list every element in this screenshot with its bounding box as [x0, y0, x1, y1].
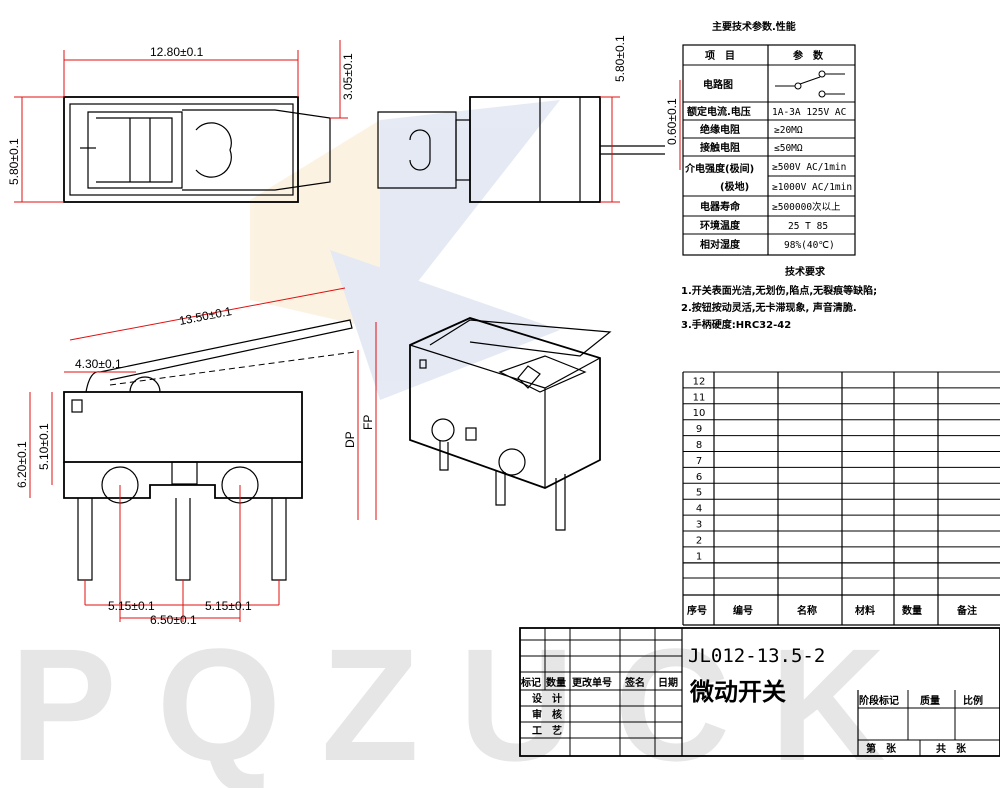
- circuit-diagram-icon: [775, 70, 845, 98]
- spec-row-label-3: 接触电阻: [700, 141, 740, 154]
- parts-row-number: 12: [693, 376, 706, 387]
- label-qty: 数量: [546, 676, 566, 689]
- dim-lever-gap: 3.05±0.1: [341, 53, 355, 100]
- drawing-number: JL012-13.5-2: [688, 645, 825, 667]
- label-date: 日期: [658, 676, 678, 689]
- parts-header-1: 编号: [733, 604, 753, 617]
- parts-row-number: 3: [696, 520, 702, 531]
- spec-row-label-6: 电器寿命: [700, 200, 741, 213]
- title-block: JL012-13.5-2 微动开关 标记 数量 更改单号 签名 日期 设 计 审…: [519, 627, 1000, 757]
- dim-body-height: 6.20±0.1: [15, 441, 29, 488]
- spec-row-label-8: 相对湿度: [700, 238, 741, 251]
- parts-row-number: 5: [696, 488, 702, 499]
- label-weight: 质量: [920, 694, 940, 707]
- parts-row-number: 10: [693, 408, 706, 419]
- dim-fp: FP: [361, 415, 375, 430]
- parts-row-number: 6: [696, 472, 702, 483]
- spec-row-label-7: 环境温度: [700, 219, 741, 232]
- spec-row-value-4: ≥500V AC/1min: [772, 162, 846, 173]
- spec-table: 主要技术参数.性能 项 目 参 数 电路图 额定电流.电压 1A-3A 125V…: [682, 20, 856, 256]
- parts-row-number: 2: [696, 535, 702, 546]
- tech-requirements: 技术要求 1.开关表面光洁,无划伤,陷点,无裂痕等缺陷; 2.按钮按动灵活,无卡…: [681, 265, 877, 331]
- parts-header-3: 材料: [855, 604, 875, 617]
- parts-header-0: 序号: [687, 604, 707, 617]
- label-scale: 比例: [963, 694, 983, 707]
- side-view: 5.80±0.1 0.60±0.1: [377, 35, 681, 203]
- label-sheet: 第 张: [866, 742, 897, 755]
- spec-row-value-3: ≤50MΩ: [774, 143, 803, 154]
- spec-row-label-4: 介电强度(极间): [684, 162, 754, 175]
- label-mark: 标记: [520, 676, 541, 689]
- tech-requirement-line: 3.手柄硬度:HRC32-42: [681, 318, 791, 331]
- label-sign: 签名: [624, 676, 645, 689]
- dim-pin-spacing: 6.50±0.1: [150, 613, 197, 627]
- parts-row-number: 8: [696, 440, 702, 451]
- parts-list: 12 11 10 9 8 7 6 5 4 3 2 1 序号 编号 名称 材料 数量 备注: [682, 371, 1000, 626]
- spec-row-value-1: 1A-3A 125V AC: [772, 107, 846, 118]
- spec-row-label-2: 绝缘电阻: [700, 123, 740, 136]
- parts-row-number: 9: [696, 424, 702, 435]
- parts-header-5: 备注: [956, 604, 977, 617]
- part-name: 微动开关: [689, 678, 786, 706]
- tech-requirement-line: 2.按钮按动灵活,无卡滞现象, 声音清脆.: [681, 301, 857, 314]
- spec-header-param: 参 数: [793, 49, 824, 62]
- label-stage: 阶段标记: [859, 694, 899, 707]
- parts-row-number: 7: [696, 456, 702, 467]
- dim-lever-pivot: 4.30±0.1: [75, 357, 122, 371]
- tech-requirements-title: 技术要求: [785, 265, 826, 278]
- dim-top-width: 12.80±0.1: [150, 45, 204, 59]
- parts-header-2: 名称: [797, 604, 817, 617]
- label-design: 设 计: [532, 692, 562, 705]
- watermark-logo: [250, 100, 560, 400]
- label-total: 共 张: [936, 742, 967, 755]
- front-view: 13.50±0.1 4.30±0.1 6.20±0.1 5.10±0.1 DP …: [15, 287, 377, 627]
- dim-top-height: 5.80±0.1: [7, 138, 21, 185]
- label-process: 工 艺: [532, 724, 562, 737]
- dim-dp: DP: [343, 431, 357, 448]
- spec-row-value-5: ≥1000V AC/1min: [772, 182, 852, 193]
- parts-header-4: 数量: [902, 604, 922, 617]
- top-view: 12.80±0.1 5.80±0.1 3.05±0.1: [7, 40, 355, 203]
- spec-row-value-2: ≥20MΩ: [774, 125, 803, 136]
- dim-side-height: 5.80±0.1: [613, 35, 627, 82]
- label-change-no: 更改单号: [572, 676, 612, 689]
- spec-row-label-1: 额定电流.电压: [687, 105, 751, 118]
- dim-body-inner-height: 5.10±0.1: [37, 423, 51, 470]
- dim-pin-left: 5.15±0.1: [108, 599, 155, 613]
- spec-row-value-7: 25 T 85: [788, 221, 828, 232]
- tech-requirement-line: 1.开关表面光洁,无划伤,陷点,无裂痕等缺陷;: [681, 284, 877, 297]
- dim-side-pin: 0.60±0.1: [665, 98, 679, 145]
- watermark-text: PQZUCK: [10, 615, 926, 788]
- parts-row-number: 1: [696, 551, 702, 562]
- dim-pin-right: 5.15±0.1: [205, 599, 252, 613]
- spec-row-label-0: 电路图: [703, 78, 733, 91]
- spec-row-label-5: (极地): [720, 180, 749, 193]
- parts-row-number: 4: [696, 504, 702, 515]
- dim-lever-length: 13.50±0.1: [178, 304, 233, 328]
- parts-row-number: 11: [693, 392, 706, 403]
- spec-row-value-6: ≥500000次以上: [772, 201, 841, 213]
- spec-header-item: 项 目: [705, 50, 735, 62]
- spec-table-title: 主要技术参数.性能: [712, 20, 796, 33]
- label-review: 审 核: [532, 708, 562, 721]
- isometric-view: [409, 317, 612, 531]
- spec-row-value-8: 98%(40℃): [784, 240, 835, 251]
